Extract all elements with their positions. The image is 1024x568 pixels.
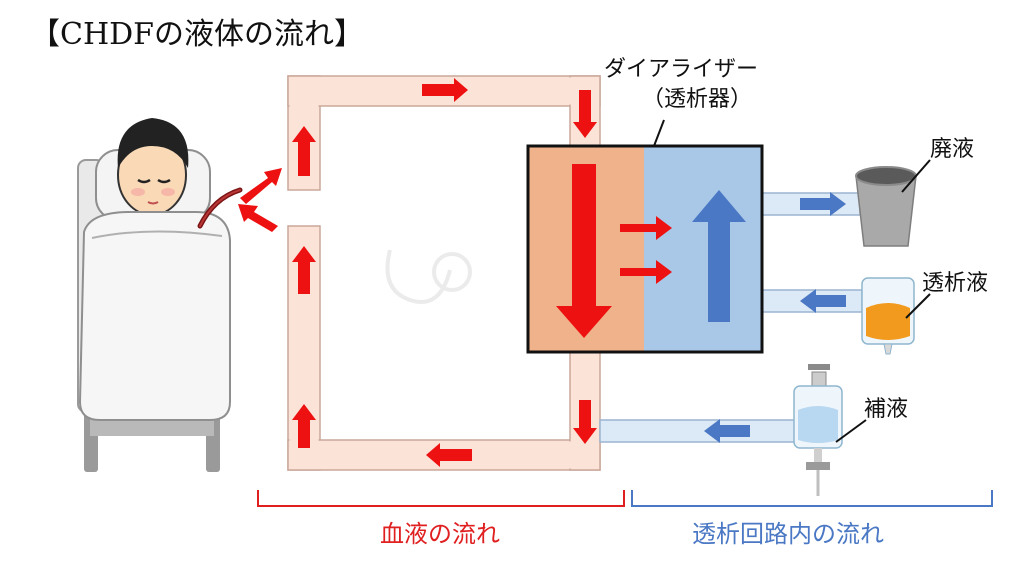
- dialysate-label: 透析液: [922, 271, 988, 296]
- diagram-title: 【CHDFの液体の流れ】: [30, 17, 364, 52]
- patient-in-bed-icon: [77, 118, 243, 472]
- blood-arrow-lower-left-up-1: [292, 246, 316, 294]
- blood-arrow-lower-left-up-2: [292, 404, 316, 448]
- blood-arrow-to-circuit: [240, 168, 282, 204]
- dialyzer-sublabel: （透析器）: [642, 87, 752, 112]
- dialyzer-pointer: [653, 119, 665, 147]
- dialysate-pointer: [905, 293, 931, 319]
- blood-arrow-top-right: [422, 78, 468, 102]
- replacement-in-arrow: [704, 419, 750, 443]
- dialyzer: [526, 144, 764, 354]
- dialysis-circuit-flow-label: 透析回路内の流れ: [692, 520, 884, 548]
- blood-flow-bracket: [257, 490, 625, 507]
- dialysate-in-arrow: [800, 289, 846, 313]
- replacement-label: 補液: [864, 397, 908, 422]
- blood-arrow-bottom-right-down: [573, 400, 597, 444]
- dialysis-circuit-bracket: [631, 490, 993, 507]
- waste-pointer: [901, 159, 931, 193]
- waste-arrow: [800, 192, 846, 216]
- replacement-pointer: [835, 419, 867, 443]
- dialysate-flow-arrows: [704, 192, 846, 443]
- blood-flow-arrows: [238, 78, 597, 467]
- dialysate-bag-icon: [861, 277, 915, 355]
- blood-arrow-upper-left-up: [292, 126, 316, 176]
- blood-arrow-bottom-left: [426, 443, 472, 467]
- blood-flow-label: 血液の流れ: [380, 520, 500, 548]
- stethoscope-icon: [385, 249, 472, 304]
- replacement-fluid-drip-icon: [793, 364, 843, 496]
- blood-arrow-top-down: [573, 90, 597, 138]
- waste-label: 廃液: [930, 137, 974, 162]
- dialyzer-label: ダイアライザー: [604, 57, 758, 82]
- blood-arrow-to-patient: [238, 204, 278, 232]
- waste-bucket-icon: [855, 166, 917, 247]
